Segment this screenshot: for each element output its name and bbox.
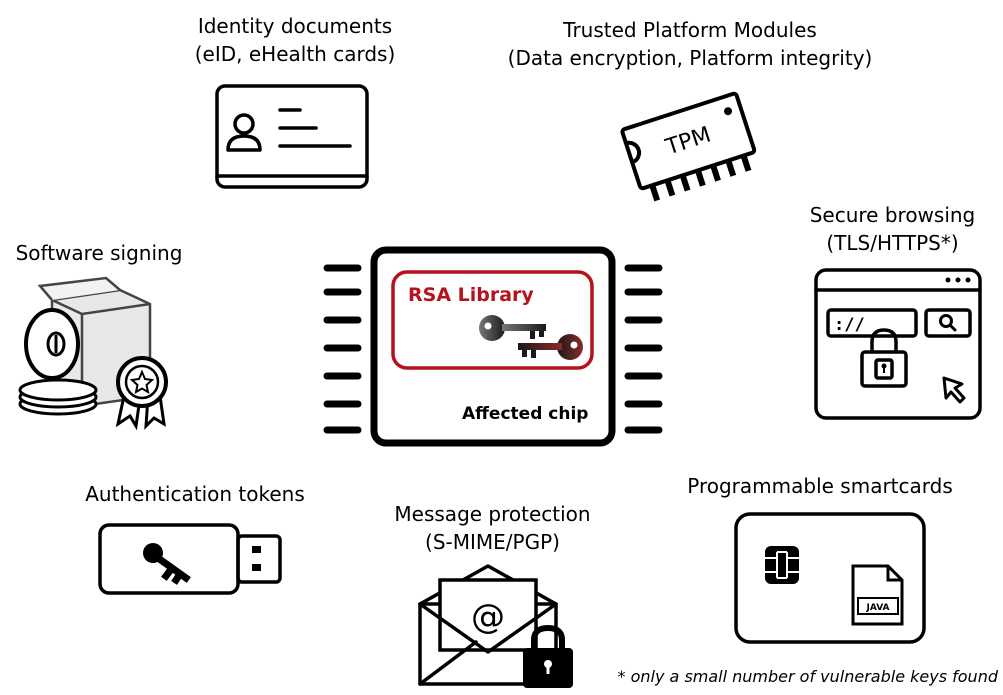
identity-title: Identity documents xyxy=(197,14,393,38)
at-sign-text: @ xyxy=(471,597,505,637)
browser-lock-icon: :// xyxy=(814,268,982,420)
software-box-certificate-icon xyxy=(18,276,168,431)
rsa-library-label: RSA Library xyxy=(408,284,534,306)
java-file-text: JAVA xyxy=(865,603,889,613)
id-card-icon xyxy=(215,84,369,189)
software-title: Software signing xyxy=(15,241,183,265)
keys-icon xyxy=(479,315,583,360)
software-label: Software signing xyxy=(4,239,194,267)
message-subtitle: (S-MIME/PGP) xyxy=(425,530,560,554)
tpm-label: Trusted Platform Modules (Data encryptio… xyxy=(480,16,900,72)
chip-icon xyxy=(323,246,663,447)
browsing-label: Secure browsing (TLS/HTTPS*) xyxy=(795,201,990,257)
tokens-title: Authentication tokens xyxy=(85,482,305,506)
browsing-subtitle: (TLS/HTTPS*) xyxy=(826,231,959,255)
chip-pins-left xyxy=(323,264,362,434)
affected-chip-label: Affected chip xyxy=(462,404,589,424)
tpm-chip-icon: TPM xyxy=(620,91,757,202)
browsing-title: Secure browsing xyxy=(809,203,976,227)
identity-label: Identity documents (eID, eHealth cards) xyxy=(170,12,420,68)
tpm-subtitle: (Data encryption, Platform integrity) xyxy=(507,46,873,70)
chip-pins-right xyxy=(624,264,663,434)
smartcards-label: Programmable smartcards xyxy=(670,472,970,500)
usb-token-icon xyxy=(98,523,282,595)
message-title: Message protection xyxy=(394,502,591,526)
identity-subtitle: (eID, eHealth cards) xyxy=(194,42,396,66)
envelope-lock-icon: @ xyxy=(418,564,573,688)
message-label: Message protection (S-MIME/PGP) xyxy=(375,500,610,556)
smartcard-icon: JAVA xyxy=(734,512,926,644)
footnote: * only a small number of vulnerable keys… xyxy=(617,667,998,686)
tokens-label: Authentication tokens xyxy=(60,480,330,508)
url-text: :// xyxy=(834,315,865,335)
smartcards-title: Programmable smartcards xyxy=(687,474,953,498)
tpm-title: Trusted Platform Modules xyxy=(563,18,817,42)
